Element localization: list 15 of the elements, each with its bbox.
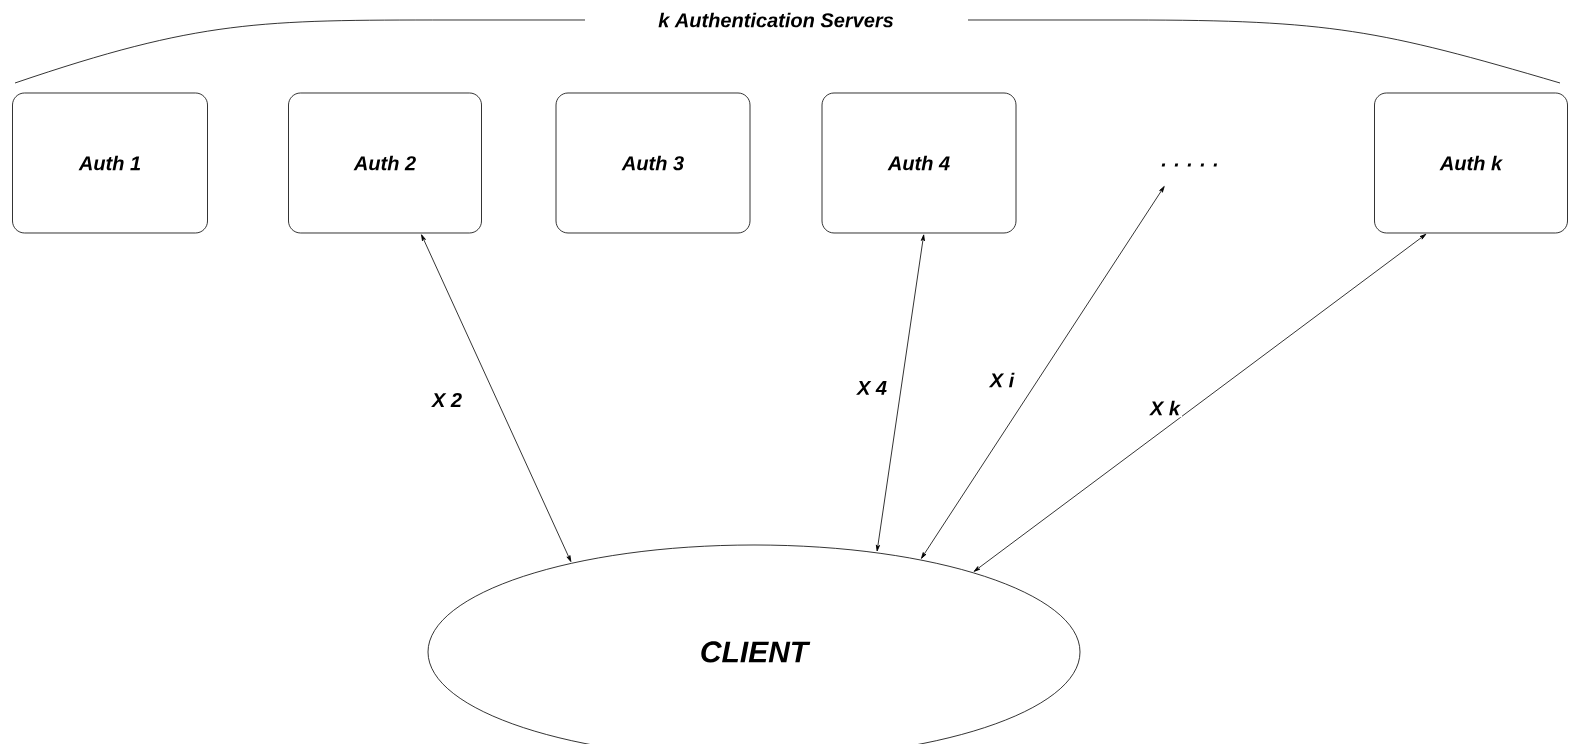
arrow (921, 186, 1165, 559)
arrow (973, 233, 1427, 572)
server-box: Auth 1 (12, 92, 208, 234)
server-box: Auth k (1374, 92, 1568, 234)
server-box: Auth 2 (288, 92, 482, 234)
arrow (421, 234, 572, 562)
server-box: Auth 3 (555, 92, 751, 234)
edge-label: X 4 (855, 379, 889, 397)
edge-label: X k (1148, 398, 1182, 418)
ellipsis-text: . . . . . (1161, 163, 1217, 167)
edge-label: X 2 (430, 391, 464, 409)
bracket-label: k Authentication Servers (658, 12, 894, 28)
server-box: Auth 4 (821, 92, 1017, 234)
edge-label: X i (987, 370, 1017, 390)
arrow (875, 234, 925, 552)
